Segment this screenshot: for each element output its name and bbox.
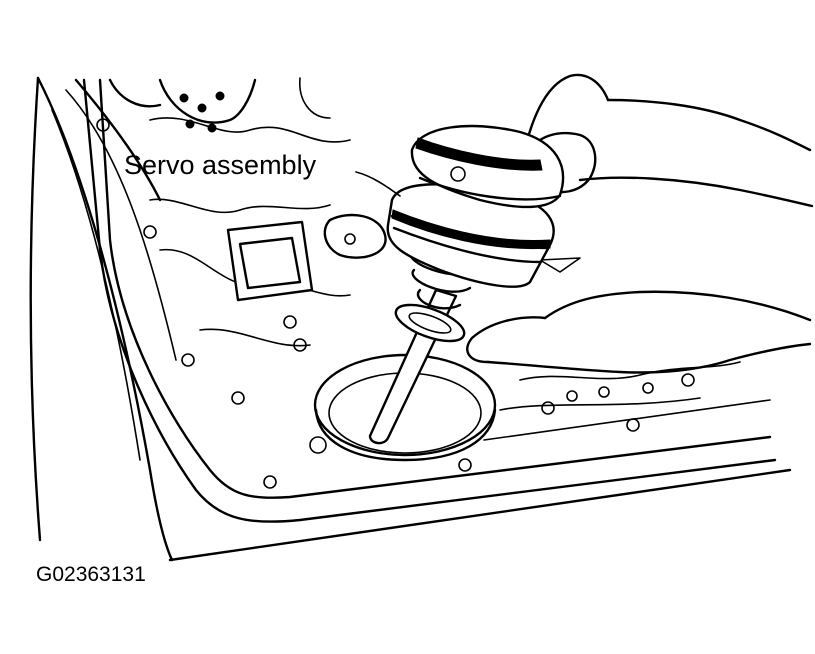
upper-hand — [518, 73, 814, 208]
servo-assembly — [368, 124, 565, 445]
pan-flange — [82, 78, 792, 562]
servo-assembly-label: Servo assembly — [124, 150, 317, 180]
bolt-holes — [96, 118, 695, 489]
valve-body-detail — [108, 77, 331, 133]
figure-id: G02363131 — [36, 563, 146, 586]
lower-hand — [466, 257, 812, 374]
callout-leader-line — [355, 171, 401, 197]
